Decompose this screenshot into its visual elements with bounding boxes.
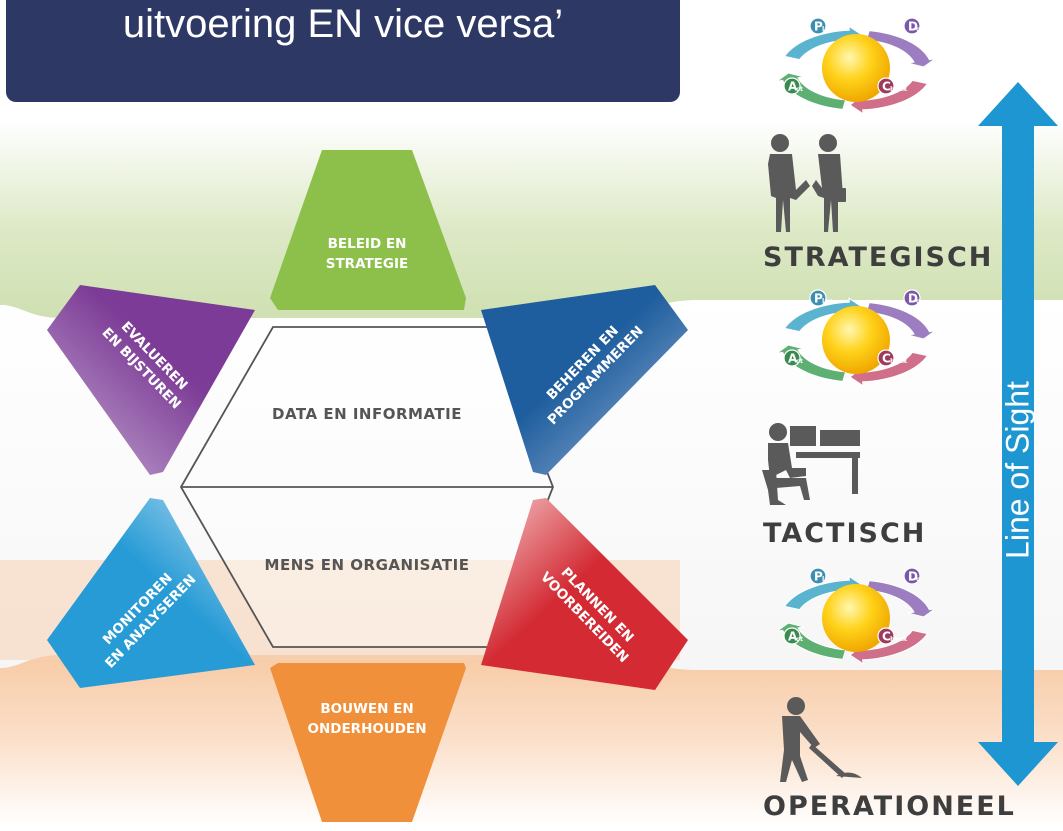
segment-bouwen[interactable] [270,663,466,822]
title-text: uitvoering EN vice versa’ [122,2,564,46]
strategic-band [0,120,1063,318]
center-label-mens: MENS EN ORGANISATIE [265,556,470,574]
pdca-suffix-plan: lan [822,297,834,305]
pdca-letter-plan: P [814,20,823,34]
bouwen-label-line2: ONDERHOUDEN [307,721,426,737]
beleid-label-line1: BELEID EN [328,236,407,252]
pdca-label-act: Act [783,77,803,95]
pdca-sun [822,34,890,102]
pdca-arrow-do [865,302,936,340]
title-banner: uitvoering EN vice versa’ [6,0,680,102]
pdca-arrow-do [865,30,936,68]
level-operationeel: OPERATIONEEL [763,791,1016,822]
segment-plannen[interactable] [481,498,688,690]
pdca-label-act: Act [783,349,803,367]
pdca-sun [822,584,890,652]
pdca-label-do: Do [903,17,921,35]
pdca-suffix-do: o [916,297,921,305]
pdca-letter-do: D [908,570,918,584]
pdca-suffix-do: o [916,575,921,583]
pdca-letter-plan: P [814,570,823,584]
segment-beleid[interactable] [270,150,466,310]
pdca-suffix-act: ct [796,635,803,643]
beleid-label-line2: STRATEGIE [326,256,408,272]
pdca-letter-check: C [882,352,891,366]
pdca-label-act: Act [783,627,803,645]
segment-evalueren[interactable] [47,285,255,475]
pdca-suffix-plan: lan [822,575,834,583]
pdca-letter-act: A [788,352,798,366]
pdca-letter-do: D [908,20,918,34]
pdca-suffix-do: o [916,25,921,33]
pdca-label-do: Do [903,567,921,585]
pdca-suffix-act: ct [796,357,803,365]
segment-beheren[interactable] [481,285,688,475]
line-of-sight-arrow [978,82,1058,786]
pdca-label-do: Do [903,289,921,307]
pdca-letter-act: A [788,80,798,94]
pdca-arrow-do [865,580,936,618]
bouwen-label-line1: BOUWEN EN [320,701,413,717]
pdca-suffix-check: heck [890,635,908,643]
handshake-icon [768,134,846,232]
office-worker-icon [762,423,860,505]
level-tactisch: TACTISCH [763,518,927,549]
pdca-letter-plan: P [814,292,823,306]
pdca-letter-check: C [882,630,891,644]
pdca-letter-do: D [908,292,918,306]
center-label-data: DATA EN INFORMATIE [272,405,462,423]
segment-monitoren[interactable] [47,498,255,688]
pdca-suffix-check: heck [890,357,908,365]
pdca-letter-check: C [882,80,891,94]
pdca-suffix-act: ct [796,85,803,93]
line-of-sight-label: Line of Sight [999,381,1036,559]
pdca-sun [822,306,890,374]
shoveling-worker-icon [780,697,862,782]
pdca-suffix-check: heck [890,85,908,93]
level-strategisch: STRATEGISCH [763,242,994,273]
pdca-suffix-plan: lan [822,25,834,33]
pdca-letter-act: A [788,630,798,644]
